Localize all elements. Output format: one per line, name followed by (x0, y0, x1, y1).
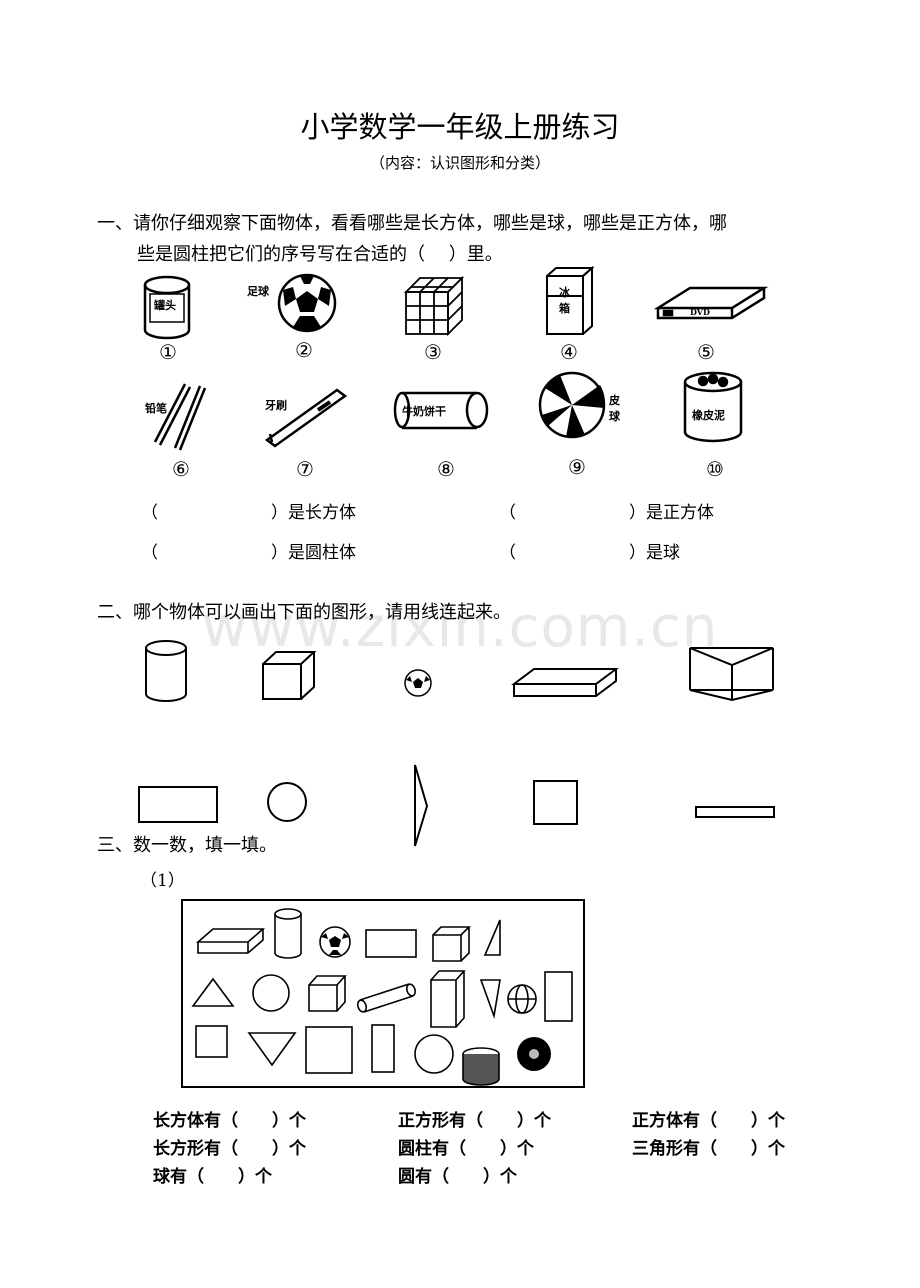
object-number-5: ⑤ (697, 340, 715, 364)
count-cylinder: 圆柱有（ ）个 (398, 1139, 534, 1159)
circle-shape (267, 782, 307, 822)
label-plasticine: 橡皮泥 (692, 409, 725, 422)
answer-cube-label: ）是正方体 (629, 503, 714, 523)
object-number-10: ⑩ (706, 457, 724, 481)
box-cylinder-1 (274, 908, 302, 959)
count-triangle: 三角形有（ ）个 (632, 1139, 785, 1159)
answer-cylinder-label: ）是圆柱体 (271, 543, 356, 563)
rectangle-shape (138, 786, 218, 823)
object-number-4: ④ (560, 340, 578, 364)
object-number-3: ③ (424, 340, 442, 364)
thin-rectangle-shape (695, 806, 775, 818)
box-triangle-3 (479, 979, 501, 1020)
dvd-player-drawing (653, 286, 769, 320)
box-triangle-1 (483, 919, 501, 956)
shapes-box (181, 899, 585, 1088)
rubiks-cube-drawing (403, 275, 465, 337)
label-biscuits: 牛奶饼干 (402, 405, 446, 418)
soccer-ball-drawing (277, 273, 337, 333)
label-pencils: 铅笔 (145, 402, 167, 415)
box-rectangle-1 (365, 929, 417, 958)
cylinder-solid (145, 640, 187, 702)
box-triangle-4 (247, 1032, 297, 1067)
object-number-7: ⑦ (296, 457, 314, 481)
box-cube-2 (308, 975, 347, 1012)
page-subtitle: （内容：认识图形和分类） (369, 154, 550, 172)
label-beach-ball: 皮球 (609, 394, 620, 423)
small-ball-solid (404, 669, 432, 697)
object-number-2: ② (295, 338, 313, 362)
count-square: 正方形有（ ）个 (398, 1111, 551, 1131)
answer-cuboid-label: ）是长方体 (271, 503, 356, 523)
count-cube: 正方体有（ ）个 (632, 1111, 785, 1131)
page-title: 小学数学一年级上册练习 (300, 110, 620, 144)
box-circle-2 (414, 1034, 454, 1074)
box-rectangle-2 (544, 971, 573, 1022)
plasticine-jar-drawing (683, 371, 743, 443)
object-number-1: ① (159, 340, 177, 364)
box-cuboid-1 (195, 928, 266, 954)
box-cylinder-3 (462, 1047, 500, 1086)
biscuit-tube-drawing (393, 391, 489, 430)
box-triangle-2 (191, 977, 235, 1007)
box-soccer-ball (319, 926, 351, 958)
answer-cube-open: （ (499, 503, 516, 523)
object-number-6: ⑥ (172, 457, 190, 481)
box-square-1 (195, 1025, 228, 1058)
answer-sphere-open: （ (499, 543, 516, 563)
box-dark-ball (517, 1037, 551, 1071)
section3-prompt: 三、数一数，填一填。 (97, 835, 277, 856)
label-dvd: DVD (690, 307, 710, 317)
can-drawing (143, 275, 191, 340)
answer-sphere-label: ）是球 (629, 543, 680, 563)
pencils-drawing (153, 383, 207, 451)
prism-solid (689, 647, 774, 702)
box-cylinder-2 (356, 983, 417, 1013)
toothbrush-drawing (264, 388, 348, 448)
count-sphere: 球有（ ）个 (153, 1167, 272, 1187)
label-fridge: 冰箱 (559, 286, 570, 315)
triangle-shape (414, 764, 429, 847)
label-soccer-ball: 足球 (247, 285, 269, 298)
box-square-2 (305, 1026, 353, 1074)
object-number-9: ⑨ (568, 455, 586, 479)
box-rectangle-3 (371, 1024, 395, 1073)
answer-cuboid-open: （ (141, 503, 158, 523)
box-globe (507, 984, 537, 1014)
count-circle: 圆有（ ）个 (398, 1167, 517, 1187)
flat-box-solid (511, 668, 619, 697)
box-cuboid-2 (430, 970, 466, 1028)
label-can: 罐头 (154, 299, 176, 312)
answer-cylinder-open: （ (141, 543, 158, 563)
section1-prompt-line1: 一、请你仔细观察下面物体，看看哪些是长方体，哪些是球，哪些是正方体，哪 (97, 213, 727, 234)
beach-ball-drawing (538, 371, 606, 439)
section3-sub: （1） (140, 871, 185, 891)
count-rectangle: 长方形有（ ）个 (153, 1139, 306, 1159)
count-cuboid: 长方体有（ ）个 (153, 1111, 306, 1131)
object-number-8: ⑧ (437, 457, 455, 481)
square-shape (533, 780, 578, 825)
watermark: www.zixin.com.cn (201, 595, 719, 660)
box-circle-1 (252, 974, 290, 1012)
label-toothbrush: 牙刷 (265, 399, 287, 412)
box-cube-1 (432, 926, 471, 962)
cube-solid (262, 651, 317, 700)
section2-prompt: 二、哪个物体可以画出下面的图形，请用线连起来。 (97, 602, 511, 623)
section1-prompt-line2: 些是圆柱把它们的序号写在合适的（ ）里。 (137, 244, 503, 265)
fridge-drawing (546, 265, 595, 335)
